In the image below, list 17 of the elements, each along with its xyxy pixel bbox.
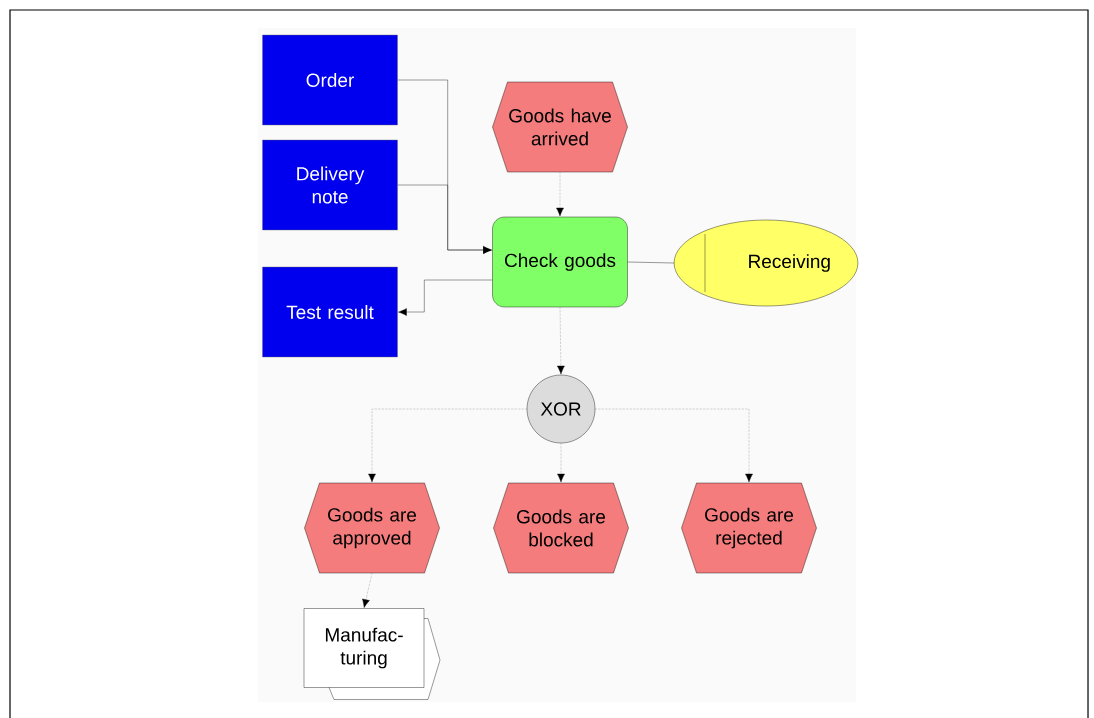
arrow [368, 408, 527, 483]
document-box: Order [262, 34, 398, 126]
event-hexagon: Goods are approved [304, 482, 440, 574]
arrow [595, 408, 753, 483]
document-box: Test result [262, 266, 398, 358]
arrow [362, 573, 373, 608]
event-hexagon: Goods are rejected [681, 482, 817, 574]
event-hexagon: Goods have arrived [492, 81, 628, 173]
process-interface-box: Manufac- turing [303, 608, 441, 700]
arrow [398, 279, 493, 316]
document-box: Delivery note [262, 139, 398, 231]
function-box: Check goods [492, 216, 628, 308]
event-hexagon: Goods are blocked [493, 482, 629, 574]
arrow [397, 184, 492, 254]
arrow [557, 307, 565, 375]
arrow [556, 172, 564, 217]
arrow [557, 443, 565, 483]
